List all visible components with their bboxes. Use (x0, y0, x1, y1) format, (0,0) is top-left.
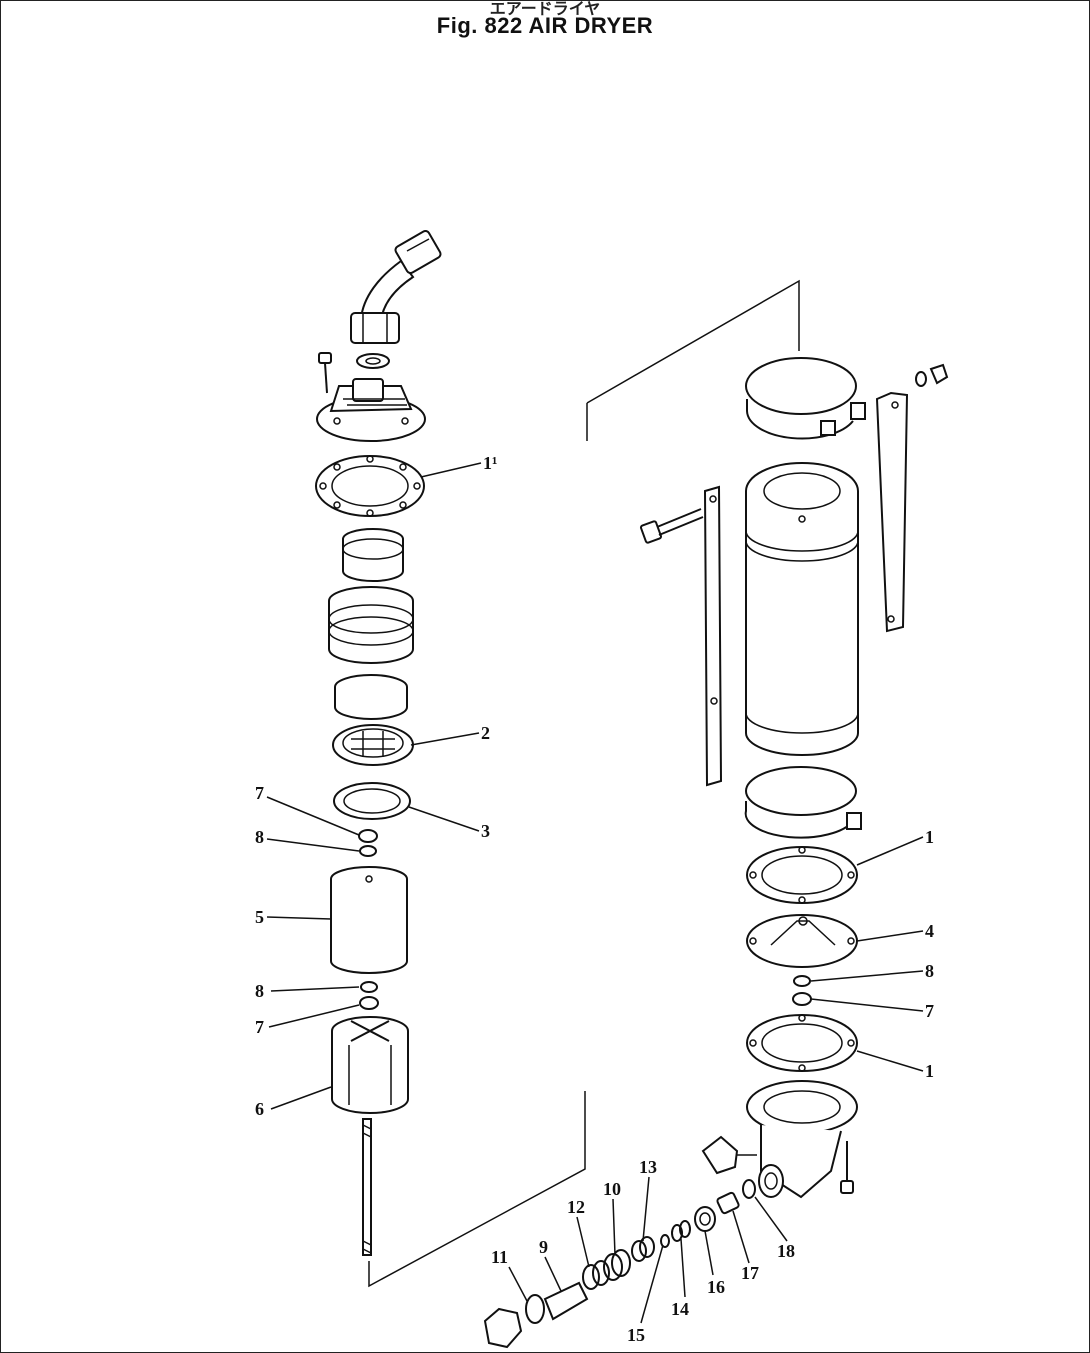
center-rod (362, 1118, 372, 1256)
callout-11: 11 (491, 1247, 508, 1267)
nut-washer-right (792, 975, 812, 1006)
callout-16: 16 (707, 1277, 725, 1297)
filter-pad (334, 674, 408, 720)
callout-labels: 1¹ 2 3 7 8 5 8 7 6 1 4 8 7 1 13 10 12 9 … (255, 453, 934, 1345)
upper-band-clamp (745, 357, 866, 440)
dryer-cylinder-body (745, 462, 859, 756)
desiccant-case (331, 1016, 409, 1114)
ring-3 (333, 782, 411, 820)
clamp-bolt (639, 508, 704, 544)
leader-lines (266, 462, 924, 1324)
callout-1-right-lower: 1 (925, 1061, 934, 1081)
callout-8-left-upper: 8 (255, 827, 264, 847)
callout-10: 10 (603, 1179, 621, 1199)
callout-1-prime: 1¹ (483, 453, 497, 473)
callout-7-right: 7 (925, 1001, 934, 1021)
callout-1-right-upper: 1 (925, 827, 934, 847)
nut-washer-upper (358, 829, 378, 857)
callout-17: 17 (741, 1263, 759, 1283)
callout-7-left-upper: 7 (255, 783, 264, 803)
callout-8-left-lower: 8 (255, 981, 264, 1001)
callout-7-left-lower: 7 (255, 1017, 264, 1037)
nut-washer-lower (359, 981, 379, 1010)
top-cover (316, 378, 426, 442)
figure-title: Fig. 822 AIR DRYER (436, 13, 654, 38)
filter-element (330, 866, 408, 974)
callout-3: 3 (481, 821, 490, 841)
flange-plate-4 (746, 914, 858, 968)
cover-bolt (318, 352, 332, 394)
washer-top (356, 353, 390, 369)
nut-upper-right (915, 363, 949, 387)
callout-8-right: 8 (925, 961, 934, 981)
callout-15: 15 (627, 1325, 645, 1345)
assembly-guide-lines (368, 279, 800, 1288)
gasket-1-prime (315, 455, 425, 517)
mounting-strap-right (875, 391, 909, 633)
callout-4: 4 (925, 921, 934, 941)
figure-subtitle: エアードライヤ (489, 0, 601, 18)
callout-5: 5 (255, 907, 264, 927)
callout-9: 9 (539, 1237, 548, 1257)
callout-12: 12 (567, 1197, 585, 1217)
mounting-strap-left (703, 485, 723, 787)
lower-band-clamp (744, 766, 862, 839)
callout-14: 14 (671, 1299, 689, 1319)
gasket-1-upper (746, 846, 858, 904)
housing-plug (701, 1135, 757, 1175)
inner-sleeve (342, 528, 404, 582)
elbow-hose-fitting (350, 229, 442, 344)
callout-18: 18 (777, 1241, 795, 1261)
upper-housing-ring (328, 586, 414, 664)
gasket-1-lower (746, 1014, 858, 1072)
valve-parts-row (483, 1179, 756, 1349)
callout-2: 2 (481, 723, 490, 743)
callout-13: 13 (639, 1157, 657, 1177)
callout-6: 6 (255, 1099, 264, 1119)
screen-plate (332, 724, 414, 766)
bottom-housing (746, 1080, 858, 1199)
housing-bolt (840, 1141, 854, 1194)
